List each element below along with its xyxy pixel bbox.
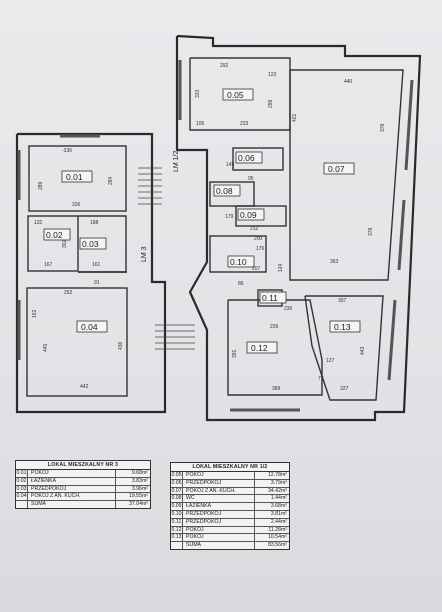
room-label: 0.04: [81, 322, 98, 332]
room-label: 0.08: [216, 186, 233, 196]
dimension-label: 179: [225, 214, 234, 220]
dimension-label: 207: [252, 266, 261, 272]
dimension-label: 391: [232, 349, 238, 358]
dimension-label: 149: [226, 162, 235, 168]
room-label: 0.03: [82, 239, 99, 249]
dimension-label: 436: [118, 341, 124, 350]
table-title: LOKAL MIESZKALNY NR 1/2: [171, 463, 289, 472]
dimension-label: 421: [292, 113, 298, 122]
room-label: 0.09: [240, 210, 257, 220]
dimension-label: 86: [238, 281, 244, 287]
dimension-label: 161: [92, 262, 101, 268]
dimension-label: -336: [62, 148, 72, 154]
room-label: 0.02: [46, 230, 63, 240]
stair-label: LM 1/2: [173, 150, 180, 172]
dimension-label: 176: [256, 246, 265, 252]
dimension-label: 336: [72, 202, 81, 208]
dimension-label: 188: [90, 220, 99, 226]
dimension-label: 200: [254, 236, 263, 242]
dimension-label: 333: [195, 89, 201, 98]
room-label: 0.13: [334, 322, 351, 332]
stair-label: LM 3: [141, 246, 148, 262]
room-label: 0.01: [66, 172, 83, 182]
room-label: 0.11: [262, 293, 278, 303]
dimension-label: 127: [326, 358, 335, 364]
dimension-label: 307: [338, 298, 347, 304]
dimension-label: 132: [34, 220, 43, 226]
dimension-label: 236: [284, 306, 293, 312]
room-label: 0.07: [328, 164, 345, 174]
dimension-label: 233: [240, 121, 249, 127]
room-label: 0.12: [251, 343, 268, 353]
room-label: 0.06: [238, 153, 255, 163]
dimension-label: 284: [108, 176, 114, 185]
dimension-label: 212: [250, 226, 259, 232]
dimension-label: 378: [368, 227, 374, 236]
dimension-label: 327: [340, 386, 349, 392]
dimension-label: 440: [344, 79, 353, 85]
dimension-label: 292: [220, 63, 229, 69]
dimension-label: 443: [360, 346, 366, 355]
room-label: 0.10: [230, 257, 247, 267]
dimension-label: 162: [32, 309, 38, 318]
dimension-label: 289: [38, 181, 44, 190]
dimension-label: 105: [196, 121, 205, 127]
table-title: LOKAL MIESZKALNY NR 3: [16, 461, 150, 470]
room-label: 0.05: [227, 90, 244, 100]
dimension-label: 252: [64, 290, 73, 296]
dimension-label: 445: [43, 343, 49, 352]
dimension-label: 123: [268, 72, 277, 78]
dimension-label: 124: [278, 263, 284, 272]
dimension-label: 389: [272, 386, 281, 392]
dimension-label: 302: [62, 239, 68, 248]
dimension-label: 363: [330, 259, 339, 265]
dimension-label: 95: [248, 176, 254, 182]
dimension-label: 77: [318, 376, 324, 382]
dimension-label: 299: [268, 99, 274, 108]
dimension-label: 226: [270, 324, 279, 330]
dimension-label: 167: [44, 262, 53, 268]
dimension-label: 378: [380, 123, 386, 132]
dimension-label: 442: [80, 384, 89, 390]
dimension-label: 91: [94, 280, 100, 286]
